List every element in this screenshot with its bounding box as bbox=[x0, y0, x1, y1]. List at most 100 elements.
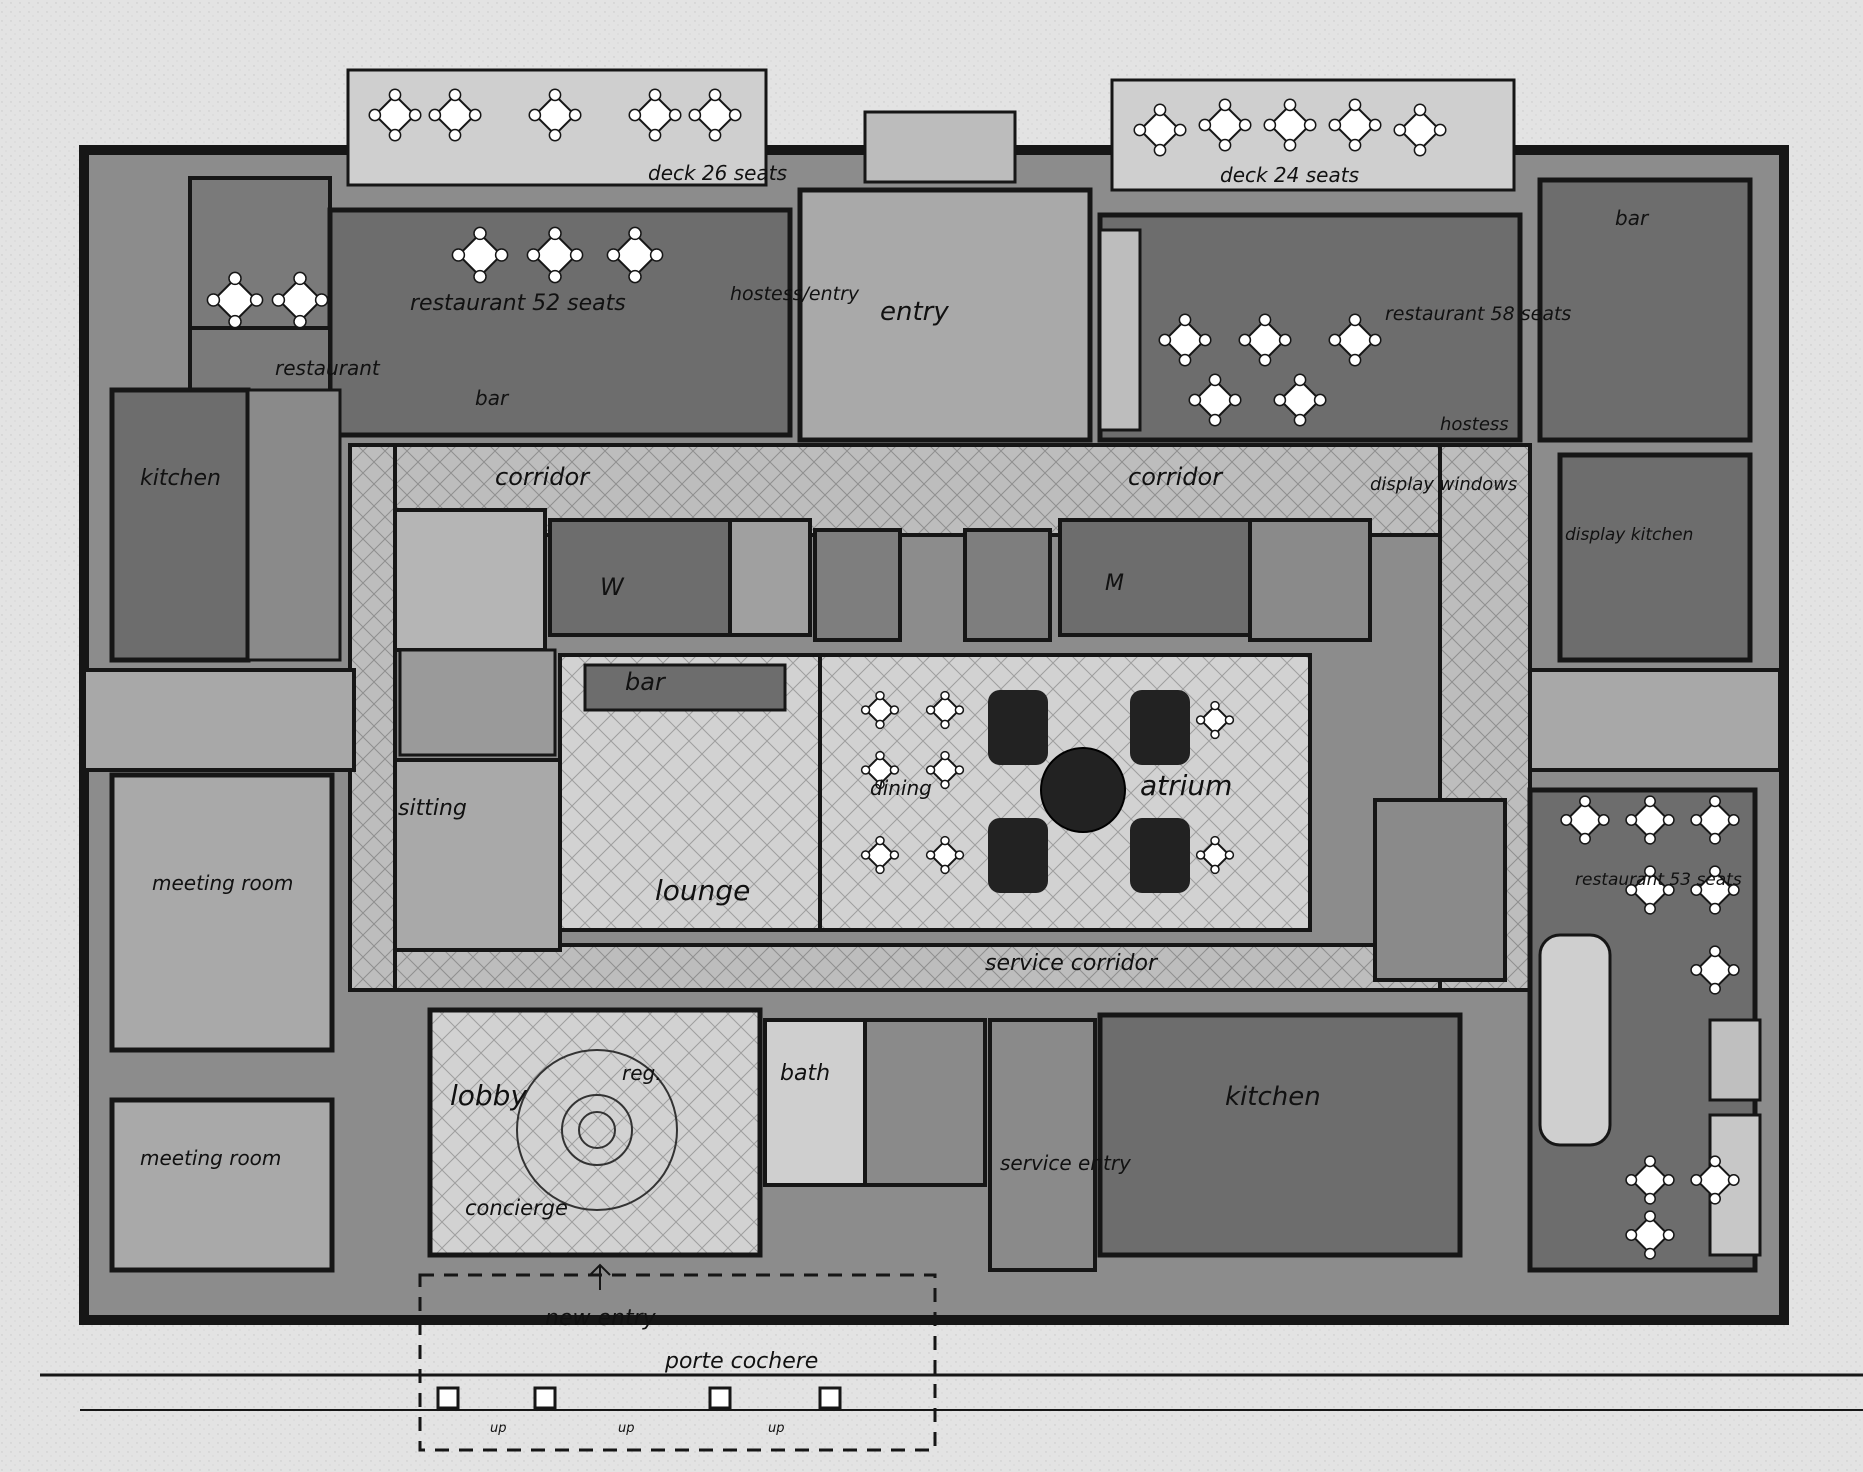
label-kitchen-main: kitchen bbox=[1225, 1082, 1321, 1112]
table-with-chairs bbox=[1625, 1155, 1675, 1205]
service-rooms-east bbox=[1373, 798, 1507, 982]
elevator-right bbox=[963, 528, 1052, 642]
label-hostess: hostess bbox=[1440, 414, 1509, 435]
table-with-chairs bbox=[428, 88, 482, 142]
table-with-chairs bbox=[1328, 313, 1382, 367]
table-with-chairs bbox=[528, 88, 582, 142]
label-deck-left: deck 26 seats bbox=[648, 161, 787, 185]
display-kitchen-room bbox=[1557, 452, 1753, 663]
table-with-chairs bbox=[1690, 945, 1740, 995]
table-with-chairs bbox=[1393, 103, 1447, 157]
label-up-2: up bbox=[618, 1421, 635, 1436]
stair-west bbox=[393, 508, 547, 652]
restaurant-53-bar bbox=[1538, 933, 1612, 1147]
table-with-chairs bbox=[1625, 1210, 1675, 1260]
table-with-chairs bbox=[925, 690, 965, 730]
table-with-chairs bbox=[206, 271, 264, 329]
label-restaurant-53: restaurant 53 seats bbox=[1575, 870, 1742, 890]
bar-right-room bbox=[1537, 177, 1753, 443]
main-kitchen bbox=[1097, 1012, 1463, 1258]
label-service-corridor: service corridor bbox=[985, 951, 1159, 976]
elevator-left bbox=[813, 528, 902, 642]
label-service-entry: service entry bbox=[1000, 1151, 1132, 1175]
label-dining: dining bbox=[870, 776, 932, 800]
table-with-chairs bbox=[860, 750, 900, 790]
mens-washroom bbox=[1058, 518, 1252, 637]
table-with-chairs bbox=[860, 690, 900, 730]
label-bar-right: bar bbox=[1615, 206, 1650, 230]
label-restaurant-52: restaurant 52 seats bbox=[410, 291, 626, 316]
room-labels: deck 26 seats deck 24 seats restaurant 5… bbox=[140, 161, 1742, 1436]
service-entry-room bbox=[988, 1018, 1097, 1272]
table-with-chairs bbox=[1625, 795, 1675, 845]
label-porte-cochere: porte cochere bbox=[664, 1349, 818, 1374]
table-with-chairs bbox=[1690, 1155, 1740, 1205]
table-with-chairs bbox=[1273, 373, 1327, 427]
label-up-1: up bbox=[490, 1421, 507, 1436]
table-with-chairs bbox=[1690, 795, 1740, 845]
label-corridor-left: corridor bbox=[495, 463, 591, 491]
service-room-south bbox=[863, 1018, 987, 1187]
meeting-room-lower bbox=[109, 1097, 335, 1273]
table-with-chairs bbox=[688, 88, 742, 142]
sitting-room bbox=[393, 758, 562, 952]
label-atrium: atrium bbox=[1140, 769, 1232, 802]
table-group bbox=[206, 88, 1740, 1260]
table-with-chairs bbox=[1263, 98, 1317, 152]
meeting-room-upper bbox=[109, 772, 335, 1053]
label-hostess-entry: hostess/entry bbox=[730, 283, 860, 305]
table-with-chairs bbox=[1195, 700, 1235, 740]
porte-cochere bbox=[40, 1263, 1863, 1452]
booth-east bbox=[1708, 1018, 1762, 1102]
label-bar-left: bar bbox=[475, 386, 510, 410]
service-room-north bbox=[1248, 518, 1372, 642]
entry-steps bbox=[863, 110, 1017, 184]
label-womens-washroom: W bbox=[600, 573, 625, 601]
table-with-chairs bbox=[1198, 98, 1252, 152]
stair-core bbox=[728, 518, 812, 637]
table-with-chairs bbox=[271, 271, 329, 329]
table-with-chairs bbox=[1188, 373, 1242, 427]
label-reg: reg. bbox=[622, 1061, 662, 1085]
label-bath: bath bbox=[780, 1061, 830, 1086]
atrium-planters bbox=[988, 690, 1190, 893]
label-up-3: up bbox=[768, 1421, 785, 1436]
label-entry: entry bbox=[880, 297, 949, 327]
label-lounge: lounge bbox=[655, 874, 750, 907]
table-with-chairs bbox=[606, 226, 664, 284]
label-new-entry: new entry bbox=[545, 1306, 657, 1331]
center-bar-counter bbox=[583, 663, 787, 712]
table-with-chairs bbox=[925, 835, 965, 875]
table-with-chairs bbox=[860, 835, 900, 875]
table-with-chairs bbox=[1690, 865, 1740, 915]
restaurant-booths bbox=[246, 388, 342, 662]
table-with-chairs bbox=[526, 226, 584, 284]
table-with-chairs bbox=[628, 88, 682, 142]
label-display-kitchen: display kitchen bbox=[1565, 525, 1693, 545]
entry-hall bbox=[797, 187, 1093, 443]
label-sitting: sitting bbox=[398, 796, 467, 821]
sitting-anteroom bbox=[398, 648, 557, 757]
kitchen-left-room bbox=[109, 387, 251, 663]
stair-north bbox=[1098, 228, 1142, 432]
table-with-chairs bbox=[1158, 313, 1212, 367]
label-deck-right: deck 24 seats bbox=[1220, 163, 1359, 187]
table-with-chairs bbox=[1133, 103, 1187, 157]
table-with-chairs bbox=[1328, 98, 1382, 152]
womens-washroom bbox=[548, 518, 732, 637]
label-kitchen-left: kitchen bbox=[140, 466, 221, 491]
bath-room bbox=[763, 1018, 867, 1187]
lobby-rotunda bbox=[516, 1049, 678, 1211]
table-with-chairs bbox=[451, 226, 509, 284]
label-restaurant-left: restaurant bbox=[275, 356, 381, 380]
table-with-chairs bbox=[1238, 313, 1292, 367]
table-with-chairs bbox=[1560, 795, 1610, 845]
table-with-chairs bbox=[1195, 835, 1235, 875]
label-mens-washroom: M bbox=[1105, 571, 1124, 596]
label-meeting-room-lower: meeting room bbox=[140, 1146, 281, 1170]
table-with-chairs bbox=[925, 750, 965, 790]
table-with-chairs bbox=[1625, 865, 1675, 915]
label-concierge: concierge bbox=[465, 1196, 568, 1220]
